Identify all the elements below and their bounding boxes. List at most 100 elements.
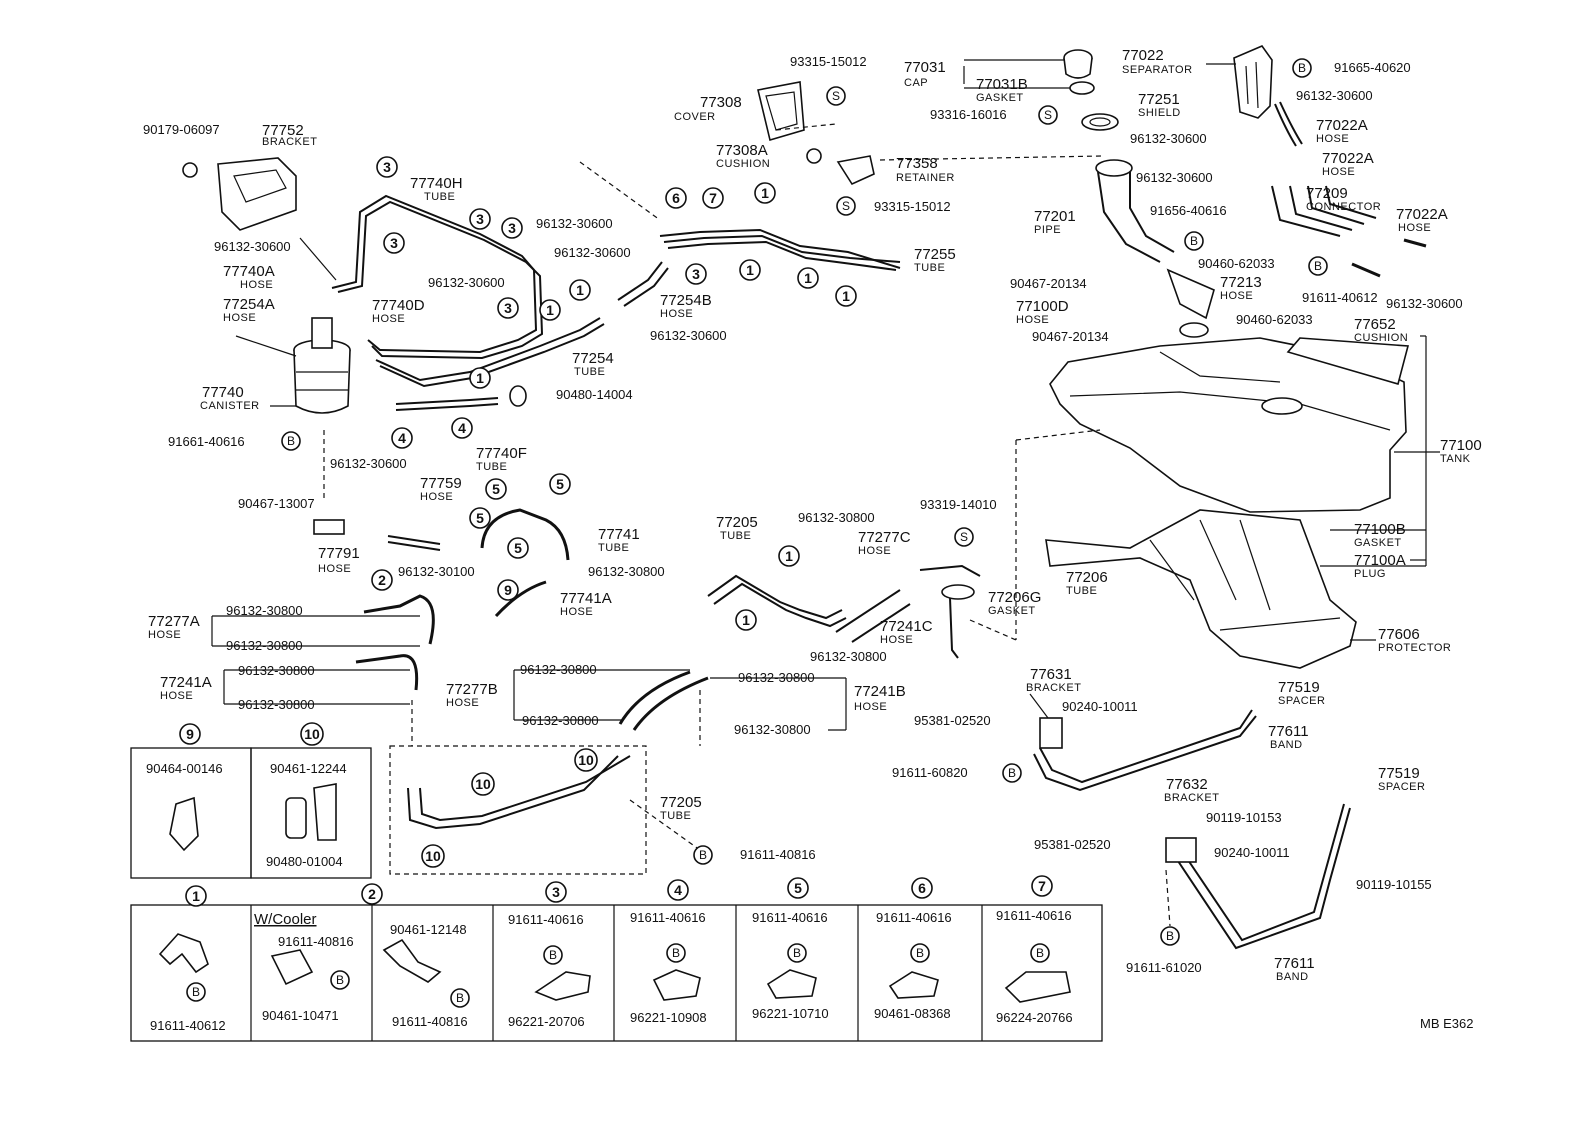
label-96221-10710: 96221-10710 <box>752 1006 829 1021</box>
callout-1: 1 <box>739 259 761 281</box>
tube-77740f-drawing <box>395 385 527 411</box>
svg-text:10: 10 <box>578 752 594 768</box>
label-90464-00146: 90464-00146 <box>146 761 223 776</box>
svg-text:B: B <box>916 946 924 960</box>
callout-3: 3 <box>545 881 567 903</box>
svg-text:5: 5 <box>476 510 484 526</box>
label-96132-30600: 96132-30600 <box>214 239 291 254</box>
label-91611-40616: 91611-40616 <box>876 910 952 925</box>
svg-text:1: 1 <box>746 262 754 278</box>
screw-symbol: S <box>1038 105 1058 125</box>
label-hose: HOSE <box>240 279 273 291</box>
label-hose: HOSE <box>1398 222 1431 234</box>
callout-9: 9 <box>497 579 519 601</box>
callout-1: 1 <box>469 367 491 389</box>
label-96221-10908: 96221-10908 <box>630 1010 707 1025</box>
svg-text:7: 7 <box>1038 878 1046 894</box>
label-77740h: 77740H <box>410 175 463 192</box>
label-91611-60820: 91611-60820 <box>892 765 968 780</box>
label-77241c: 77241C <box>880 618 933 635</box>
label-77741a: 77741A <box>560 590 612 607</box>
callout-5: 5 <box>485 478 507 500</box>
part-labels: 93315-15012 77308 COVER 77031 CAP 77031B… <box>143 47 1482 1033</box>
label-90461-12148: 90461-12148 <box>390 922 467 937</box>
label-cushion: CUSHION <box>1354 332 1408 344</box>
callout-6: 6 <box>911 877 933 899</box>
label-90240-10011: 90240-10011 <box>1214 845 1290 860</box>
label-77254: 77254 <box>572 350 614 367</box>
label-hose: HOSE <box>560 606 593 618</box>
label-spacer: SPACER <box>1378 781 1425 793</box>
label-tank: TANK <box>1440 453 1471 465</box>
label-77213: 77213 <box>1220 274 1262 291</box>
label-91661-40616: 91661-40616 <box>168 434 245 449</box>
callout-3: 3 <box>469 208 491 230</box>
label-90480-01004: 90480-01004 <box>266 854 343 869</box>
label-96221-20706: 96221-20706 <box>508 1014 585 1029</box>
callout-4: 4 <box>391 427 413 449</box>
label-93319-14010: 93319-14010 <box>920 497 997 512</box>
label-90119-10155: 90119-10155 <box>1356 877 1432 892</box>
fuel-tank-77100-drawing <box>1049 337 1410 513</box>
svg-text:4: 4 <box>398 430 406 446</box>
bolt-symbol: B <box>1160 926 1180 946</box>
label-96132-30800: 96132-30800 <box>798 510 875 525</box>
label-96132-30100: 96132-30100 <box>398 564 475 579</box>
hose-77277b-drawing <box>618 670 709 731</box>
label-90460-62033: 90460-62033 <box>1198 256 1275 271</box>
hose-77277a-drawing <box>313 508 570 691</box>
callout-3: 3 <box>383 232 405 254</box>
label-96132-30600: 96132-30600 <box>1386 296 1463 311</box>
svg-text:S: S <box>1044 108 1052 122</box>
label-77206: 77206 <box>1066 569 1108 586</box>
cover-77308-drawing <box>757 81 837 142</box>
svg-text:1: 1 <box>546 302 554 318</box>
label-77752: 77752 <box>262 122 304 139</box>
callout-5: 5 <box>507 537 529 559</box>
svg-text:6: 6 <box>672 190 680 206</box>
svg-text:5: 5 <box>492 481 500 497</box>
label-hose: HOSE <box>223 312 256 324</box>
svg-text:5: 5 <box>556 476 564 492</box>
bolt-symbol: B <box>1308 256 1328 276</box>
label-tube: TUBE <box>574 366 605 378</box>
label-77519: 77519 <box>1278 679 1320 696</box>
label-hose: HOSE <box>148 629 181 641</box>
callout-5: 5 <box>549 473 571 495</box>
label-cushion: CUSHION <box>716 158 770 170</box>
label-77255: 77255 <box>914 246 956 263</box>
svg-text:1: 1 <box>842 288 850 304</box>
callout-1: 1 <box>797 267 819 289</box>
label-cap: CAP <box>904 77 928 89</box>
svg-text:3: 3 <box>504 300 512 316</box>
label-77022: 77022 <box>1122 47 1164 64</box>
tube-77205-mid-drawing <box>707 574 911 643</box>
label-77277b: 77277B <box>446 681 498 698</box>
label-96132-30800: 96132-30800 <box>734 722 811 737</box>
label-96132-30600: 96132-30600 <box>536 216 613 231</box>
callout-2: 2 <box>361 883 383 905</box>
svg-text:B: B <box>456 991 464 1005</box>
label-91611-40816: 91611-40816 <box>740 847 816 862</box>
clamp-boxes-bottom <box>130 904 1103 1042</box>
label-77358: 77358 <box>896 155 938 172</box>
svg-text:10: 10 <box>475 776 491 792</box>
label-hose: HOSE <box>372 313 405 325</box>
label-91611-40616: 91611-40616 <box>752 910 828 925</box>
label-canister: CANISTER <box>200 400 260 412</box>
label-hose: HOSE <box>1220 290 1253 302</box>
label-77251: 77251 <box>1138 91 1180 108</box>
svg-text:2: 2 <box>368 886 376 902</box>
svg-text:2: 2 <box>378 572 386 588</box>
bolt-symbol: B <box>787 943 807 963</box>
label-w-cooler: W/Cooler <box>254 911 317 928</box>
svg-text:1: 1 <box>576 282 584 298</box>
label-77606: 77606 <box>1378 626 1420 643</box>
callout-1: 1 <box>835 285 857 307</box>
label-77100: 77100 <box>1440 437 1482 454</box>
svg-text:B: B <box>1298 61 1306 75</box>
label-96132-30600: 96132-30600 <box>1136 170 1213 185</box>
bolt-symbol: B <box>666 943 686 963</box>
label-77741: 77741 <box>598 526 640 543</box>
